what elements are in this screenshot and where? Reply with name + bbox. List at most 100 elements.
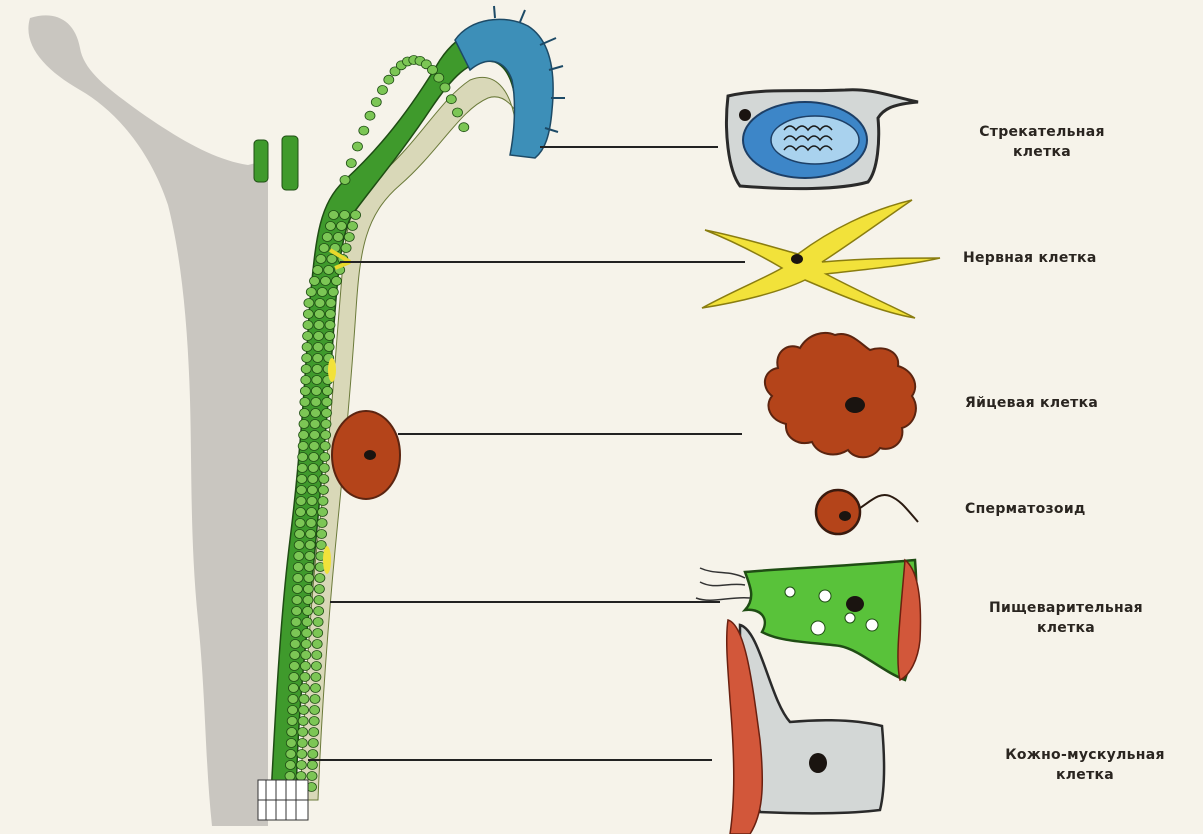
ectoderm-cell bbox=[365, 111, 375, 120]
ectoderm-cell bbox=[297, 739, 307, 748]
ectoderm-cell bbox=[307, 497, 317, 506]
ectoderm-cell bbox=[295, 530, 305, 539]
ectoderm-cell bbox=[325, 332, 335, 341]
ectoderm-cell bbox=[317, 519, 327, 528]
ectoderm-cell bbox=[329, 211, 339, 220]
ectoderm-cell bbox=[298, 442, 308, 451]
ectoderm-cell bbox=[301, 365, 311, 374]
ectoderm-cell bbox=[305, 552, 315, 561]
stub-cell-2 bbox=[282, 136, 298, 190]
ectoderm-cell bbox=[286, 739, 296, 748]
ectoderm-cell bbox=[306, 288, 316, 297]
ectoderm-cell bbox=[298, 717, 308, 726]
ectoderm-cell bbox=[308, 739, 318, 748]
ectoderm-cell bbox=[304, 299, 314, 308]
ectoderm-cell bbox=[311, 387, 321, 396]
ectoderm-cell bbox=[311, 684, 321, 693]
ectoderm-cell bbox=[333, 233, 343, 242]
ectoderm-cell bbox=[313, 629, 323, 638]
ectoderm-cell bbox=[286, 750, 296, 759]
ectoderm-cell bbox=[440, 83, 450, 92]
ectoderm-cell bbox=[302, 354, 312, 363]
ectoderm-cell bbox=[303, 321, 313, 330]
ectoderm-cell bbox=[322, 233, 332, 242]
ectoderm-cell bbox=[434, 73, 444, 82]
ectoderm-cell bbox=[292, 596, 302, 605]
ectoderm-cell bbox=[300, 387, 310, 396]
ectoderm-cell bbox=[310, 695, 320, 704]
ectoderm-cell bbox=[324, 266, 334, 275]
ectoderm-cell bbox=[310, 431, 320, 440]
egg-cell bbox=[765, 333, 916, 457]
ectoderm-cell bbox=[313, 343, 323, 352]
ectoderm-cell bbox=[325, 310, 335, 319]
ectoderm-cell bbox=[288, 706, 298, 715]
ectoderm-cell bbox=[292, 585, 302, 594]
ectoderm-cell bbox=[311, 409, 321, 418]
ectoderm-cell bbox=[324, 343, 334, 352]
ectoderm-cell bbox=[297, 750, 307, 759]
ectoderm-cell bbox=[344, 233, 354, 242]
ectoderm-cell bbox=[320, 442, 330, 451]
ectoderm-cell bbox=[384, 75, 394, 84]
label-cnidocyte-line2: клетка bbox=[957, 142, 1127, 162]
ectoderm-cell bbox=[332, 277, 342, 286]
ectoderm-cell bbox=[300, 673, 310, 682]
ectoderm-cell bbox=[302, 343, 312, 352]
ectoderm-cell bbox=[326, 222, 336, 231]
ectoderm-cell bbox=[340, 211, 350, 220]
ectoderm-cell bbox=[326, 299, 336, 308]
label-sperm: Сперматозоид bbox=[965, 499, 1086, 519]
ectoderm-cell bbox=[307, 486, 317, 495]
ectoderm-cell bbox=[303, 607, 313, 616]
ectoderm-cell bbox=[312, 651, 322, 660]
label-nerve-cell: Нервная клетка bbox=[963, 248, 1097, 268]
ectoderm-cell bbox=[302, 629, 312, 638]
ectoderm-cell bbox=[285, 772, 295, 781]
ectoderm-cell bbox=[296, 761, 306, 770]
ectoderm-cell bbox=[299, 420, 309, 429]
ectoderm-cell bbox=[287, 717, 297, 726]
ectoderm-cell bbox=[315, 574, 325, 583]
ectoderm-cell bbox=[289, 673, 299, 682]
ectoderm-cell bbox=[453, 108, 463, 117]
ectoderm-cell bbox=[312, 365, 322, 374]
ectoderm-cell bbox=[314, 310, 324, 319]
ectoderm-cell bbox=[307, 508, 317, 517]
ectoderm-cell bbox=[304, 563, 314, 572]
ectoderm-cell bbox=[292, 607, 302, 616]
ectoderm-cell bbox=[285, 761, 295, 770]
label-digestive-cell: Пищеварительная клетка bbox=[966, 598, 1166, 638]
ectoderm-cell bbox=[291, 629, 301, 638]
ectoderm-egg-nucleus bbox=[364, 450, 376, 460]
ectoderm-cell bbox=[459, 123, 469, 132]
label-skin-muscle-line1: Кожно-мускульная bbox=[970, 745, 1200, 765]
ectoderm-cell bbox=[319, 244, 329, 253]
ectoderm-cell bbox=[318, 508, 328, 517]
ectoderm-cell bbox=[288, 695, 298, 704]
ectoderm-cell bbox=[314, 607, 324, 616]
ectoderm-cell bbox=[311, 662, 321, 671]
ectoderm-cell bbox=[287, 728, 297, 737]
ectoderm-cell bbox=[322, 409, 332, 418]
ectoderm-cell bbox=[299, 706, 309, 715]
ectoderm-cell bbox=[297, 475, 307, 484]
ectoderm-cell bbox=[351, 211, 361, 220]
ectoderm-cell bbox=[293, 574, 303, 583]
ectoderm-cell bbox=[308, 464, 318, 473]
ectoderm-cell bbox=[308, 475, 318, 484]
column-nerve-cell-2 bbox=[328, 358, 336, 382]
label-digestive-line1: Пищеварительная bbox=[966, 598, 1166, 618]
ectoderm-cell bbox=[325, 321, 335, 330]
ectoderm-cell bbox=[291, 618, 301, 627]
ectoderm-cell bbox=[309, 453, 319, 462]
ectoderm-cell bbox=[309, 717, 319, 726]
ectoderm-cell bbox=[300, 662, 310, 671]
ectoderm-cell bbox=[298, 453, 308, 462]
ectoderm-cell bbox=[302, 618, 312, 627]
ectoderm-cell bbox=[300, 409, 310, 418]
ectoderm-cell bbox=[296, 497, 306, 506]
ectoderm-cell bbox=[315, 299, 325, 308]
label-skin-muscle-cell: Кожно-мускульная клетка bbox=[970, 745, 1200, 785]
ectoderm-cell bbox=[306, 519, 316, 528]
